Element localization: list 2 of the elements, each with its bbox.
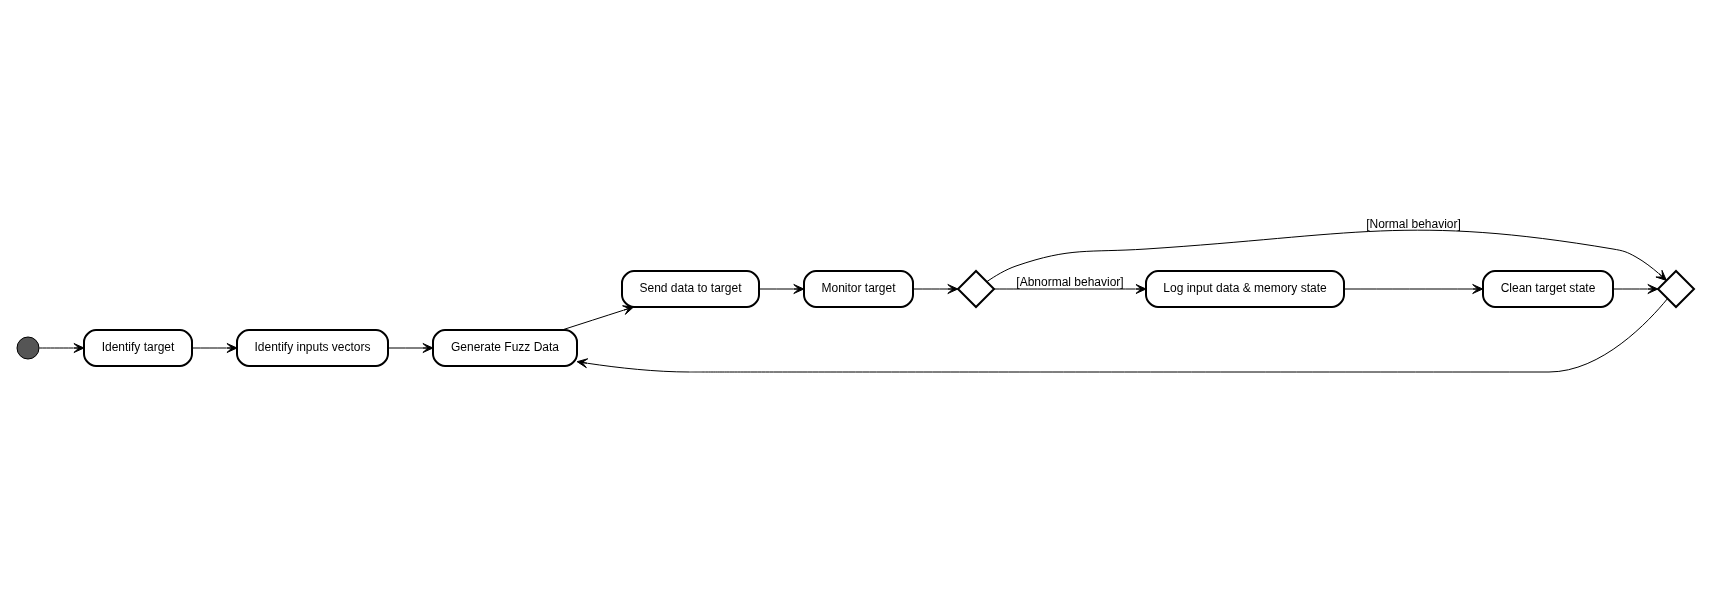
edge-label: [Normal behavior] bbox=[1366, 216, 1461, 231]
edge-label: [Abnormal behavior] bbox=[1016, 274, 1124, 289]
